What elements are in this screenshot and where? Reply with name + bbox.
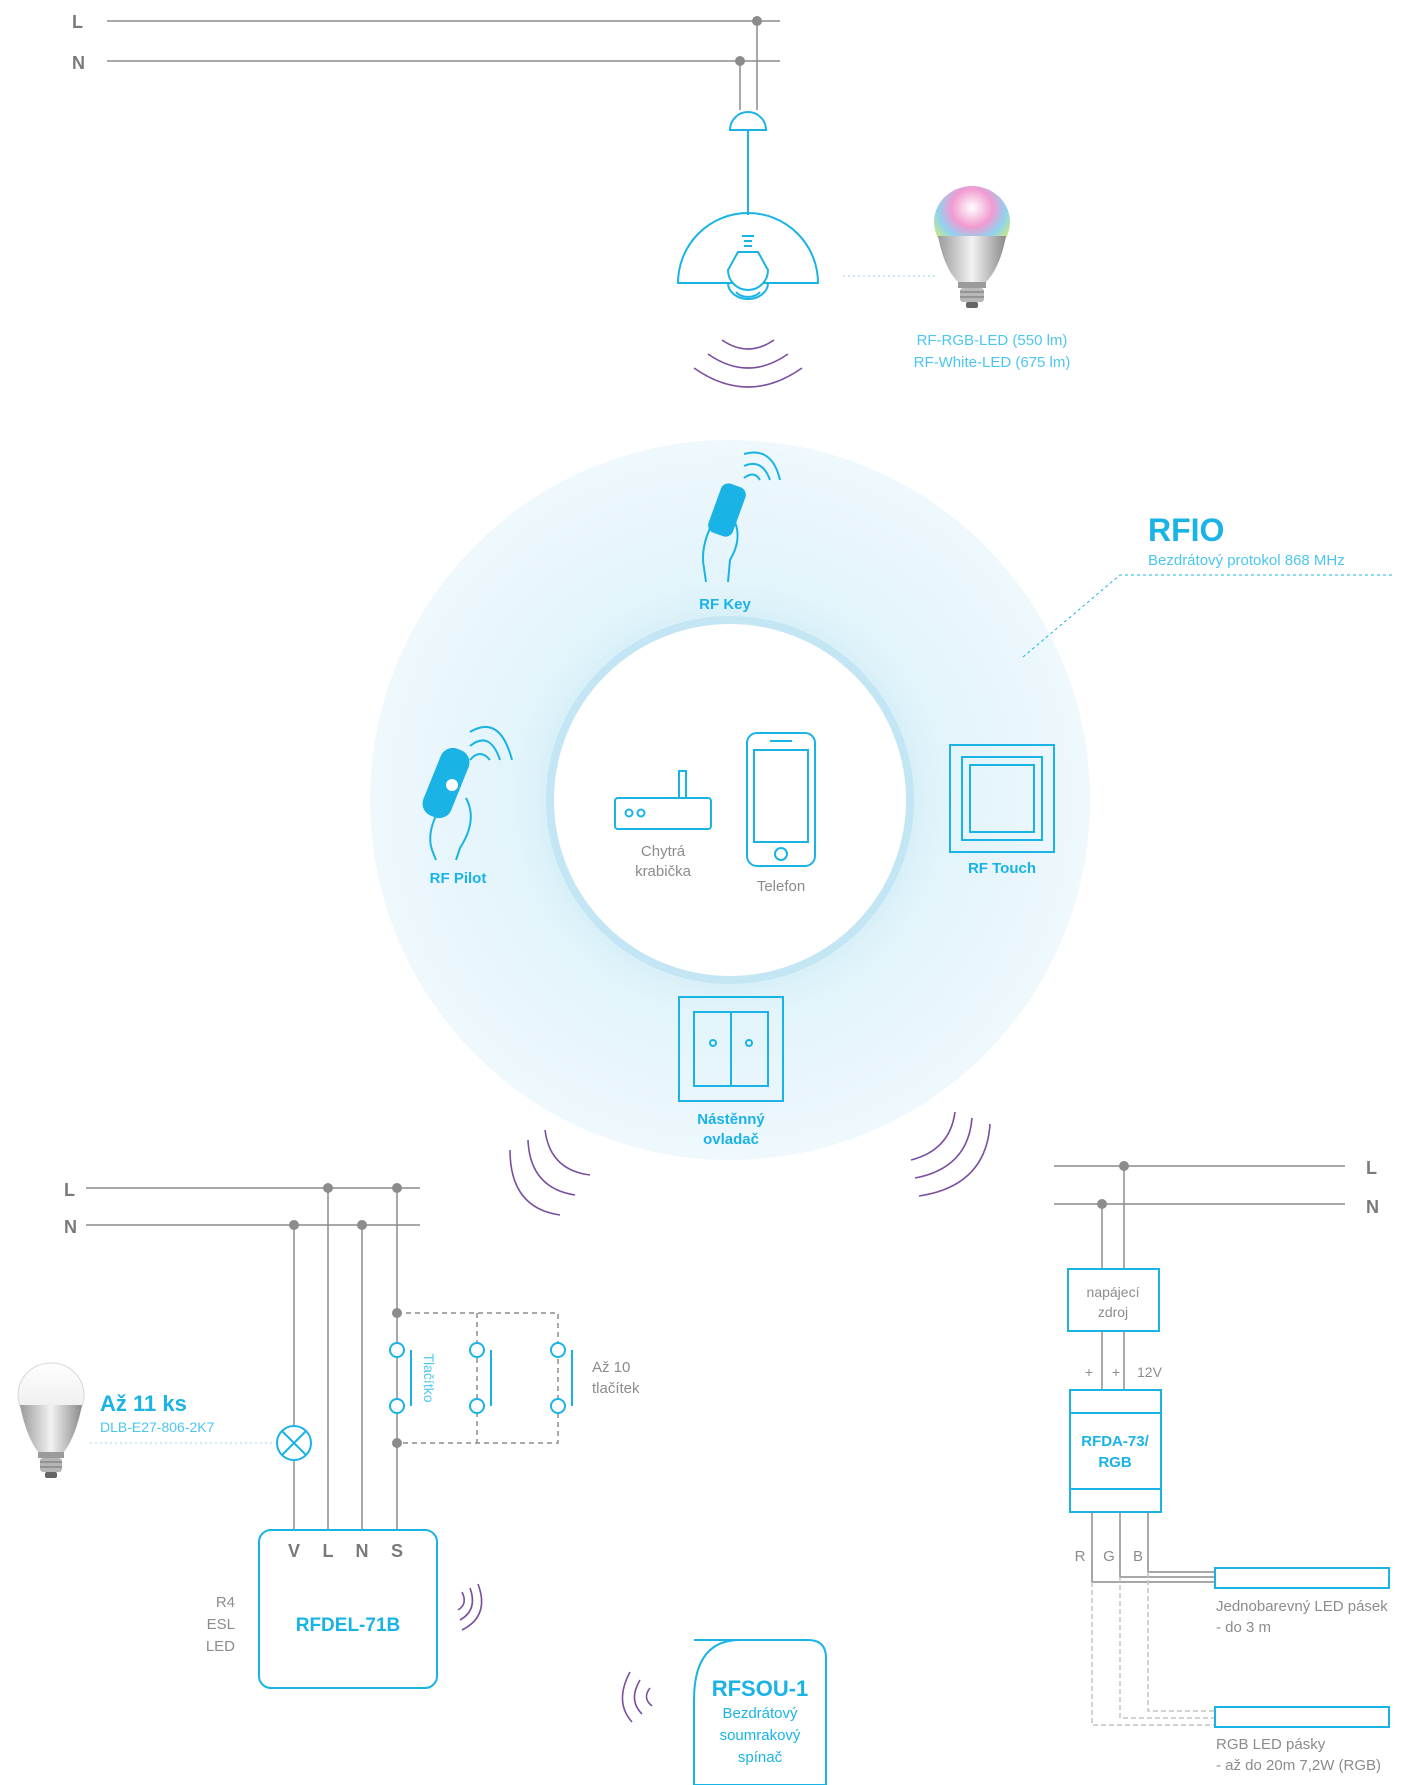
right-line-n-label: N — [1366, 1197, 1379, 1217]
sensor-name: RFSOU-1 — [712, 1676, 809, 1701]
rgb-led-bulb-icon — [934, 186, 1010, 308]
rfsou-1-sensor: RFSOU-1 Bezdrátový soumrakový spínač — [621, 1639, 827, 1785]
terminal-s: S — [391, 1541, 403, 1561]
led-bulb-icon — [17, 1362, 85, 1478]
ceiling-socket-icon — [728, 111, 768, 131]
push-button-icon — [389, 1342, 573, 1414]
rfdel-71b-label: RFDEL-71B — [296, 1615, 401, 1636]
rfio-subtitle: Bezdrátový protokol 868 MHz — [1148, 552, 1345, 569]
sensor-line3: spínač — [738, 1749, 783, 1766]
buttons-max-line1: Až 10 — [592, 1359, 630, 1376]
right-line-l-label: L — [1366, 1158, 1377, 1178]
strip1-line2: - do 3 m — [1216, 1619, 1271, 1636]
channel-g: G — [1103, 1548, 1115, 1565]
rf-pilot-label: RF Pilot — [430, 870, 487, 887]
strip2-line1: RGB LED pásky — [1216, 1736, 1326, 1753]
psu-voltage: 12V — [1137, 1364, 1163, 1380]
smart-box-icon — [614, 770, 712, 830]
top-line-l-label: L — [72, 12, 83, 32]
rfda-line1: RFDA-73/ — [1081, 1433, 1149, 1450]
terminal-v: V — [288, 1541, 300, 1561]
lamp-shade-icon — [676, 212, 820, 284]
rf-key-label: RF Key — [699, 596, 751, 613]
smart-box-line2: krabička — [635, 863, 692, 880]
lamp-bulb-icon — [726, 235, 770, 300]
phone-label: Telefon — [757, 878, 805, 895]
bulb-model: DLB-E27-806-2K7 — [100, 1419, 215, 1435]
top-line-n-label: N — [72, 53, 85, 73]
strip2-line2: - až do 20m 7,2W (RGB) — [1216, 1757, 1381, 1774]
terminal-l: L — [323, 1541, 334, 1561]
smart-box-line1: Chytrá — [641, 843, 686, 860]
load-type-led: LED — [206, 1638, 235, 1655]
load-type-r4: R4 — [216, 1594, 235, 1611]
rfda-line2: RGB — [1098, 1454, 1132, 1471]
rfio-callout-line — [1022, 574, 1393, 658]
load-type-esl: ESL — [207, 1616, 235, 1633]
sensor-line1: Bezdrátový — [722, 1705, 798, 1722]
rf-touch-label: RF Touch — [968, 860, 1036, 877]
power-supply-box — [1067, 1268, 1160, 1332]
channel-r: R — [1075, 1548, 1086, 1565]
psu-plus1: + — [1085, 1364, 1093, 1380]
right-circuit: L N napájecí zdroj + + 12V RFDA-73/ RGB … — [1054, 1158, 1390, 1774]
rfda-73-rgb-box — [1069, 1389, 1162, 1513]
rgb-led-strip — [1214, 1706, 1390, 1728]
rfdel-71b-box — [258, 1529, 438, 1689]
wall-controller-icon — [678, 996, 784, 1102]
button-label: Tlačítko — [421, 1353, 437, 1402]
rf-pilot-icon — [422, 726, 513, 861]
terminal-n: N — [356, 1541, 369, 1561]
center-ring — [546, 616, 914, 984]
right-halo-wave-icon — [910, 1111, 991, 1197]
bulb-product-line2: RF-White-LED (675 lm) — [914, 354, 1071, 371]
bulb-count: Až 11 ks — [100, 1391, 187, 1416]
left-halo-wave-icon — [509, 1129, 591, 1216]
left-line-l-label: L — [64, 1180, 75, 1200]
bulb-product-line1: RF-RGB-LED (550 lm) — [917, 332, 1068, 349]
psu-line2: zdroj — [1098, 1304, 1128, 1320]
left-line-n-label: N — [64, 1217, 77, 1237]
wall-controller-line2: ovladač — [703, 1131, 759, 1148]
wall-controller-line1: Nástěnný — [697, 1111, 765, 1128]
strip1-line1: Jednobarevný LED pásek — [1216, 1598, 1388, 1615]
buttons-max-line2: tlačítek — [592, 1380, 640, 1397]
rfio-title: RFIO — [1148, 512, 1224, 548]
sensor-line2: soumrakový — [720, 1727, 801, 1744]
channel-b: B — [1133, 1548, 1143, 1565]
rf-touch-icon — [949, 744, 1055, 853]
sensor-box — [693, 1639, 827, 1785]
phone-icon — [746, 732, 816, 867]
psu-line1: napájecí — [1087, 1284, 1140, 1300]
rf-key-icon — [702, 451, 781, 583]
left-circuit: L N Až 11 ks DLB-E27-806-2K7 — [17, 1180, 640, 1689]
top-circuit: L N RF-R — [72, 12, 1071, 388]
rfdel-wave-icon — [457, 1583, 483, 1631]
sensor-wave-icon — [621, 1671, 653, 1723]
top-wireless-wave-icon — [693, 339, 803, 388]
single-led-strip — [1214, 1567, 1390, 1589]
psu-plus2: + — [1112, 1364, 1120, 1380]
